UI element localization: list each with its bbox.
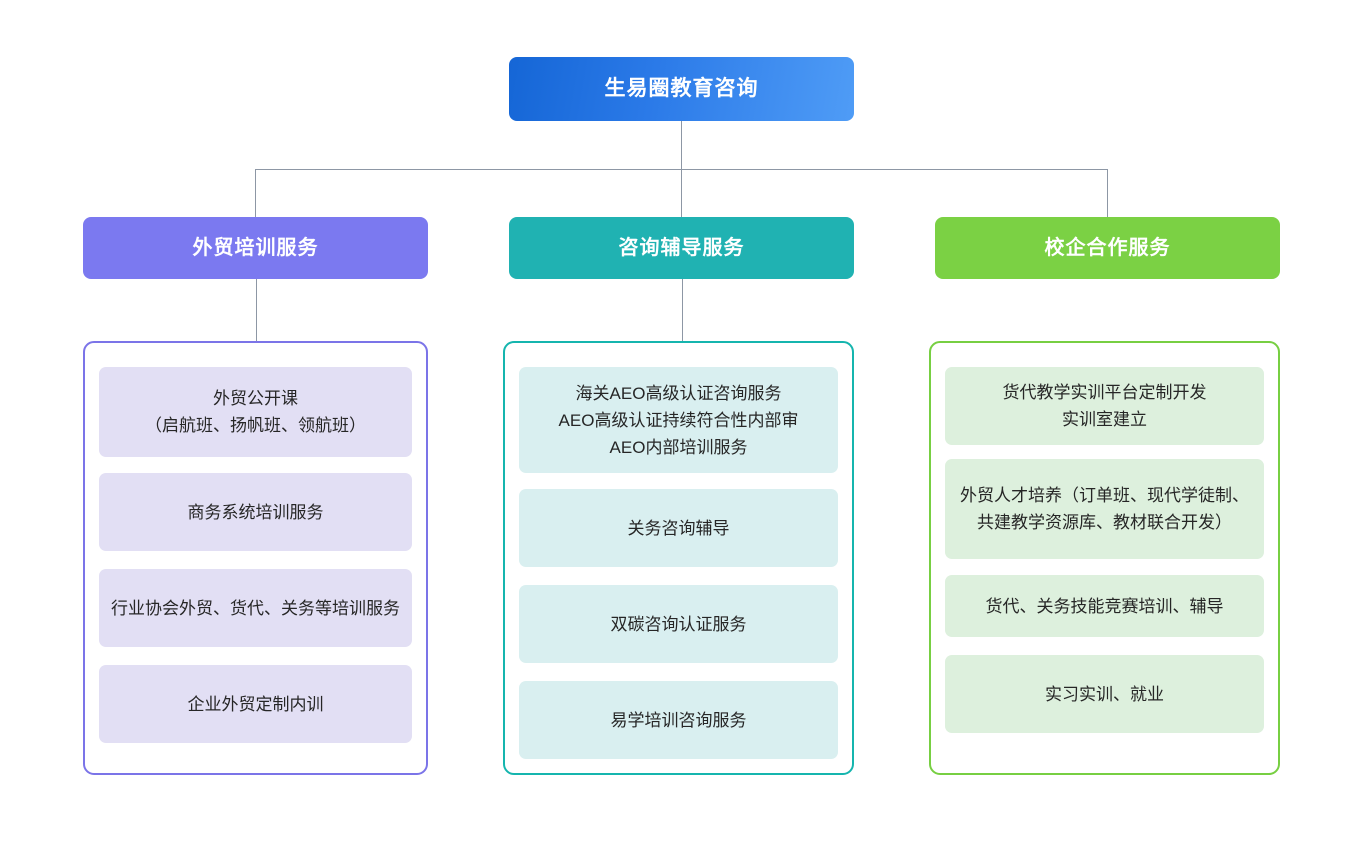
root-node[interactable]: 生易圈教育咨询 (509, 57, 854, 121)
leaf-item[interactable]: 货代、关务技能竞赛培训、辅导 (945, 575, 1264, 637)
leaf-item[interactable]: 关务咨询辅导 (519, 489, 838, 567)
connector-drop-col-1 (681, 169, 682, 217)
column-header-waimao-peixun[interactable]: 外贸培训服务 (83, 217, 428, 279)
leaf-item[interactable]: 货代教学实训平台定制开发 实训室建立 (945, 367, 1264, 445)
leaf-item[interactable]: 商务系统培训服务 (99, 473, 412, 551)
connector-root-stem (681, 121, 682, 170)
root-node-label: 生易圈教育咨询 (604, 77, 759, 101)
leaf-item-label: 货代教学实训平台定制开发 实训室建立 (1002, 383, 1207, 429)
leaf-item-label: 双碳咨询认证服务 (610, 614, 747, 634)
leaf-item[interactable]: 外贸公开课 （启航班、扬帆班、领航班） (99, 367, 412, 457)
leaf-item-label: 海关AEO高级认证咨询服务 AEO高级认证持续符合性内部审 AEO内部培训服务 (558, 383, 799, 457)
connector-drop-col-0 (255, 169, 256, 217)
leaf-item[interactable]: 实习实训、就业 (945, 655, 1264, 733)
leaf-item-label: 行业协会外贸、货代、关务等培训服务 (111, 598, 400, 618)
column-header-label: 咨询辅导服务 (618, 237, 745, 259)
leaf-item[interactable]: 行业协会外贸、货代、关务等培训服务 (99, 569, 412, 647)
leaf-item-label: 商务系统培训服务 (187, 502, 324, 522)
leaf-item-label: 企业外贸定制内训 (187, 694, 324, 714)
connector-header-to-panel-zixun-fudao (682, 279, 683, 341)
leaf-item[interactable]: 企业外贸定制内训 (99, 665, 412, 743)
column-header-label: 校企合作服务 (1044, 237, 1171, 259)
leaf-item[interactable]: 海关AEO高级认证咨询服务 AEO高级认证持续符合性内部审 AEO内部培训服务 (519, 367, 838, 473)
leaf-item[interactable]: 双碳咨询认证服务 (519, 585, 838, 663)
leaf-item-label: 外贸公开课 （启航班、扬帆班、领航班） (145, 389, 366, 435)
leaf-item-label: 实习实训、就业 (1045, 684, 1164, 704)
column-panel-zixun-fudao: 海关AEO高级认证咨询服务 AEO高级认证持续符合性内部审 AEO内部培训服务关… (503, 341, 854, 775)
connector-header-to-panel-waimao-peixun (256, 279, 257, 341)
leaf-item[interactable]: 易学培训咨询服务 (519, 681, 838, 759)
column-header-zixun-fudao[interactable]: 咨询辅导服务 (509, 217, 854, 279)
column-header-label: 外贸培训服务 (192, 237, 319, 259)
connector-drop-col-2 (1107, 169, 1108, 217)
column-panel-xiaoqi-hezuo: 货代教学实训平台定制开发 实训室建立外贸人才培养（订单班、现代学徒制、共建教学资… (929, 341, 1280, 775)
leaf-item-label: 易学培训咨询服务 (610, 710, 747, 730)
leaf-item-label: 关务咨询辅导 (627, 518, 730, 538)
leaf-item-label: 外贸人才培养（订单班、现代学徒制、共建教学资源库、教材联合开发） (960, 486, 1249, 532)
column-panel-waimao-peixun: 外贸公开课 （启航班、扬帆班、领航班） 商务系统培训服务行业协会外贸、货代、关务等… (83, 341, 428, 775)
leaf-item-label: 货代、关务技能竞赛培训、辅导 (985, 596, 1224, 616)
column-header-xiaoqi-hezuo[interactable]: 校企合作服务 (935, 217, 1280, 279)
leaf-item[interactable]: 外贸人才培养（订单班、现代学徒制、共建教学资源库、教材联合开发） (945, 459, 1264, 559)
